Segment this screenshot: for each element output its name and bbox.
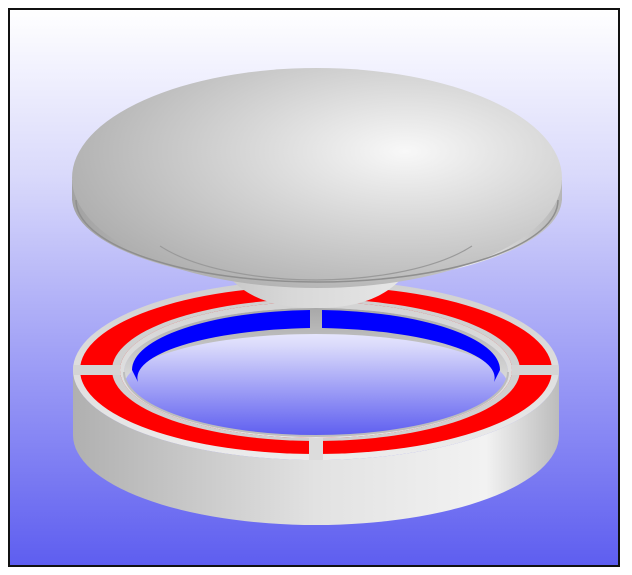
pole-gap-right: [507, 365, 567, 375]
stator-ring: [65, 270, 567, 525]
figure-frame: [8, 8, 620, 567]
dome-top-face: [72, 68, 562, 288]
magnetic-bearing-illustration: [10, 10, 618, 565]
pole-gap-left: [65, 365, 125, 375]
